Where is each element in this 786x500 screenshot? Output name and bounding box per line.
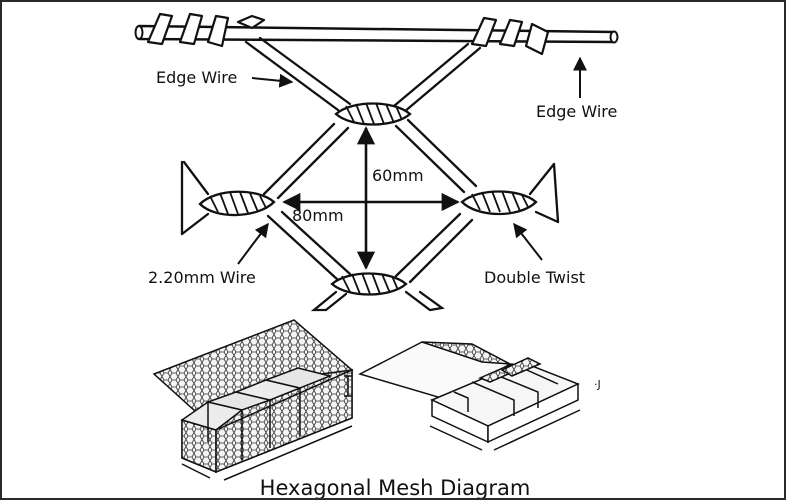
double-twist-bottom	[330, 272, 408, 296]
mesh-wire-strands	[180, 36, 560, 312]
gabion-box-left	[152, 319, 354, 481]
edge-wire-label-left: Edge Wire	[156, 68, 238, 87]
double-twist-right	[460, 190, 538, 216]
leader-arrows	[237, 56, 587, 265]
double-twist-top	[334, 102, 412, 126]
width-dimension-label: 80mm	[292, 206, 344, 225]
dimension-mark: ·J	[594, 378, 601, 391]
height-dimension-label: 60mm	[372, 166, 424, 185]
diagram-title: Hexagonal Mesh Diagram	[259, 476, 531, 500]
edge-wire-label-right: Edge Wire	[536, 102, 618, 121]
gabion-box-right	[357, 341, 581, 451]
edge-wire-rod	[134, 24, 619, 44]
edge-wire-wraps	[146, 12, 550, 56]
wire-size-label: 2.20mm Wire	[148, 268, 256, 287]
dimension-arrows	[282, 126, 460, 270]
double-twist-label: Double Twist	[484, 268, 586, 287]
double-twist-left	[198, 190, 276, 217]
